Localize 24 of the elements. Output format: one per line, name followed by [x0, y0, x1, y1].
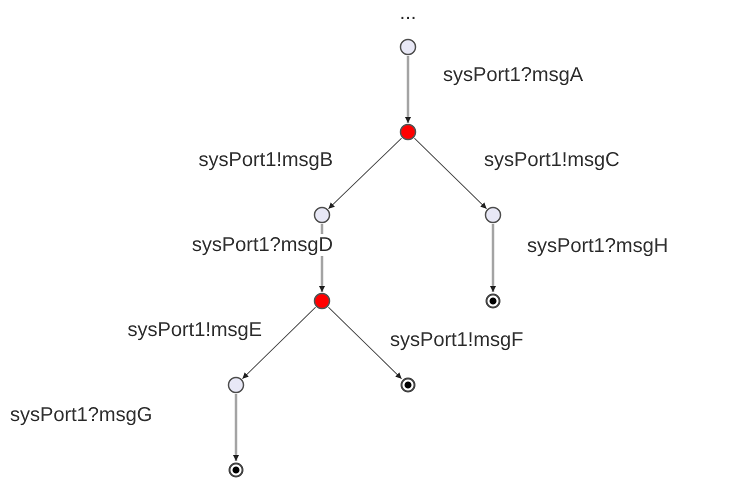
- edge-label: sysPort1!msgF: [390, 329, 524, 351]
- arrow: [328, 138, 402, 210]
- state-circle: [227, 376, 245, 394]
- arrow: [242, 306, 316, 380]
- arrow: [414, 138, 488, 210]
- arrow: [328, 306, 402, 380]
- edge-label: sysPort1?msgD: [192, 234, 333, 256]
- final-state-circle: [484, 292, 502, 310]
- state-circle: [313, 292, 331, 310]
- edge-label: sysPort1!msgB: [198, 149, 333, 171]
- final-state-circle: [227, 461, 245, 479]
- edge-label: sysPort1?msgH: [527, 235, 668, 257]
- arrow: [490, 224, 496, 292]
- arrow: [405, 56, 411, 123]
- arrow: [233, 394, 239, 461]
- edge-label: sysPort1?msgA: [443, 64, 584, 86]
- edge-label: sysPort1!msgC: [484, 149, 620, 171]
- final-state-circle: [399, 376, 417, 394]
- state-circle: [399, 38, 417, 56]
- state-circle: [484, 206, 502, 224]
- state-circle: [313, 206, 331, 224]
- edge-label: sysPort1?msgG: [10, 404, 152, 426]
- state-circle: [399, 123, 417, 141]
- edge-label: sysPort1!msgE: [128, 319, 262, 341]
